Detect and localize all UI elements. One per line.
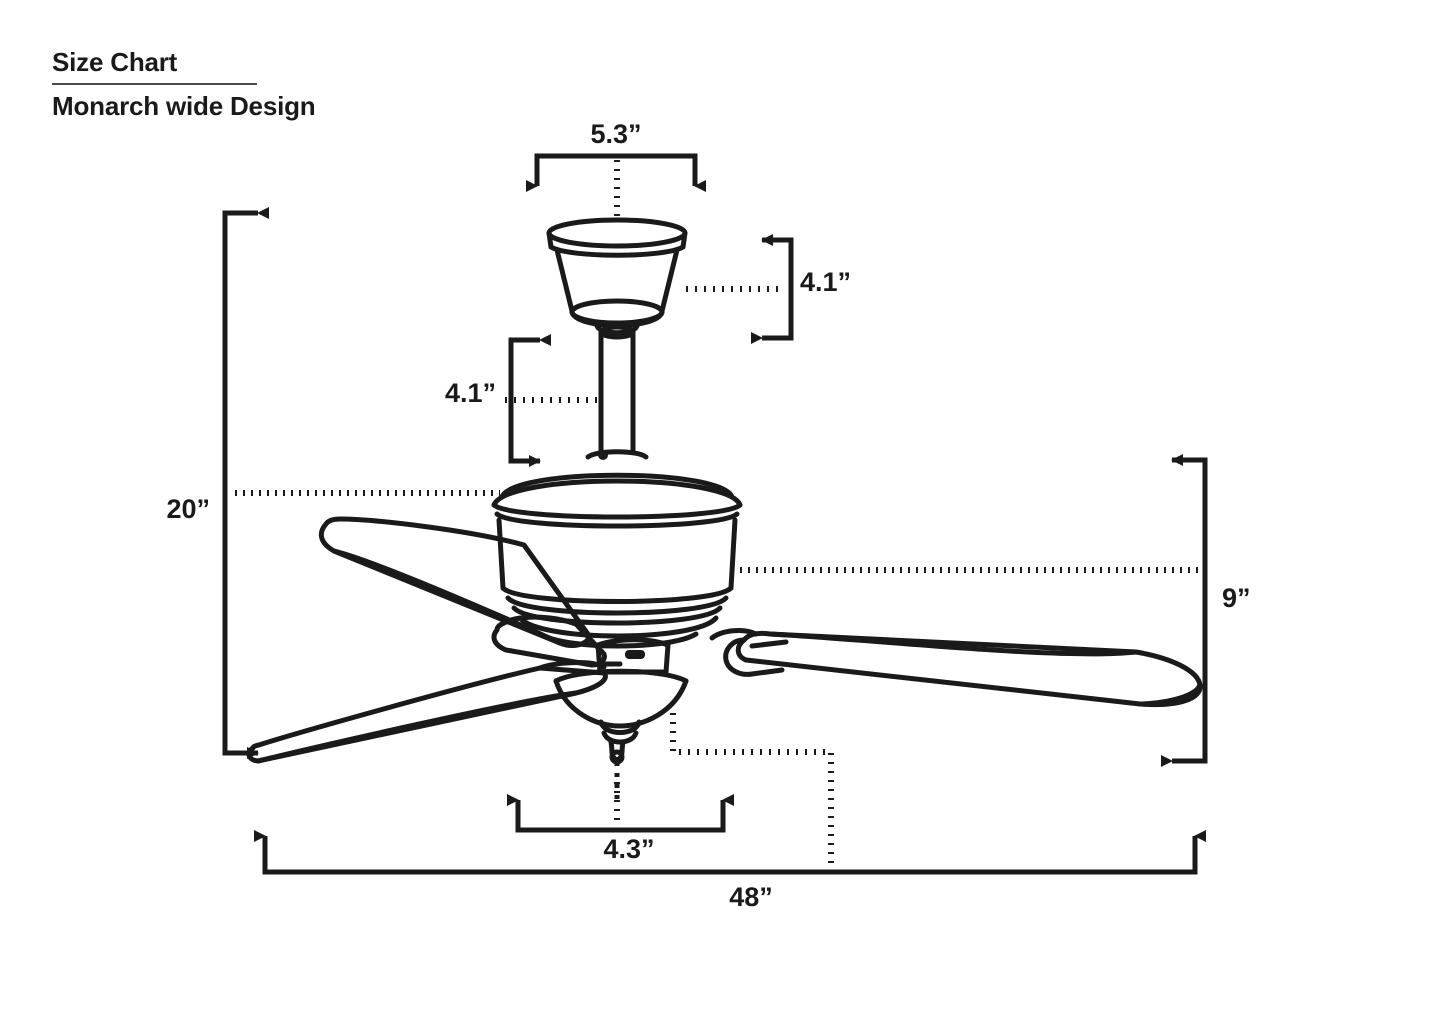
fan-blade-lower-left — [246, 660, 608, 764]
blade-span-leader — [670, 713, 834, 868]
dimension-housing-height: 9” — [740, 454, 1251, 767]
dimension-label-housing-height: 9” — [1222, 583, 1251, 613]
fan-illustration — [246, 217, 1203, 800]
dimension-blade-span: 48” — [254, 830, 1206, 912]
dimension-label-light-kit-width: 4.3” — [603, 834, 654, 864]
header: Size Chart Monarch wide Design — [52, 47, 472, 121]
dimension-canopy-width: 5.3” — [526, 119, 706, 222]
dimension-label-canopy-width: 5.3” — [590, 119, 641, 149]
dimension-downrod-length: 4.1” — [445, 334, 600, 467]
fan-blade-upper-left — [318, 516, 593, 648]
ceiling-canopy — [546, 217, 688, 336]
dimension-overall-height: 20” — [166, 207, 500, 759]
dimension-canopy-height: 4.1” — [686, 234, 851, 344]
fan-blade-left-middle — [491, 614, 607, 668]
dimension-label-blade-span: 48” — [729, 882, 773, 912]
fan-blade-right — [723, 630, 1203, 708]
page-title: Size Chart — [52, 47, 178, 77]
dimension-label-downrod-length: 4.1” — [445, 378, 496, 408]
fan-blade-right-upper — [709, 628, 759, 641]
dimension-light-kit-width: 4.3” — [507, 782, 734, 864]
page-subtitle: Monarch wide Design — [52, 90, 316, 121]
dimension-label-canopy-height: 4.1” — [800, 267, 851, 297]
title-divider — [52, 83, 257, 85]
dimension-label-overall-height: 20” — [166, 494, 210, 524]
downrod — [598, 324, 636, 455]
light-kit — [553, 668, 689, 765]
